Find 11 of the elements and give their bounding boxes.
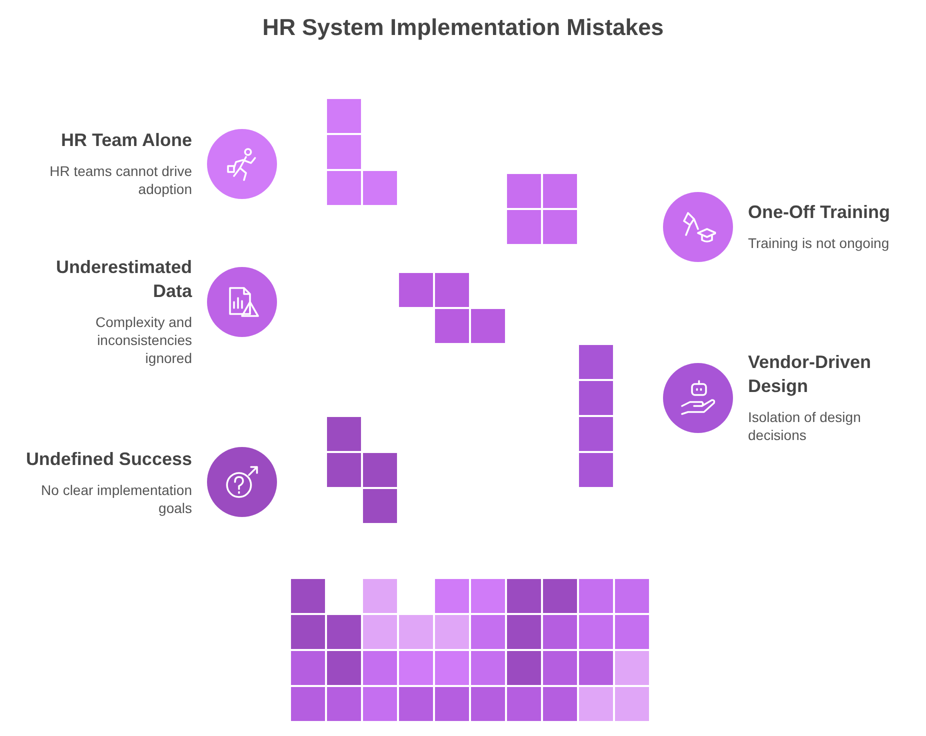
item-heading: HR Team Alone	[60, 129, 192, 152]
item-heading: Undefined Success	[24, 448, 192, 471]
item-description: HR teams cannot drive adoption	[48, 162, 192, 198]
item-heading: Vendor-Driven Design	[748, 351, 872, 398]
item-description: Complexity and inconsistencies ignored	[94, 313, 192, 367]
item-description: Training is not ongoing	[748, 234, 890, 252]
item-description: Isolation of design decisions	[748, 408, 862, 444]
item-heading: One-Off Training	[748, 201, 891, 224]
item-heading: Underestimated Data	[54, 256, 192, 303]
item-description: No clear implementation goals	[40, 481, 192, 517]
diagram-title: HR System Implementation Mistakes	[261, 14, 665, 41]
